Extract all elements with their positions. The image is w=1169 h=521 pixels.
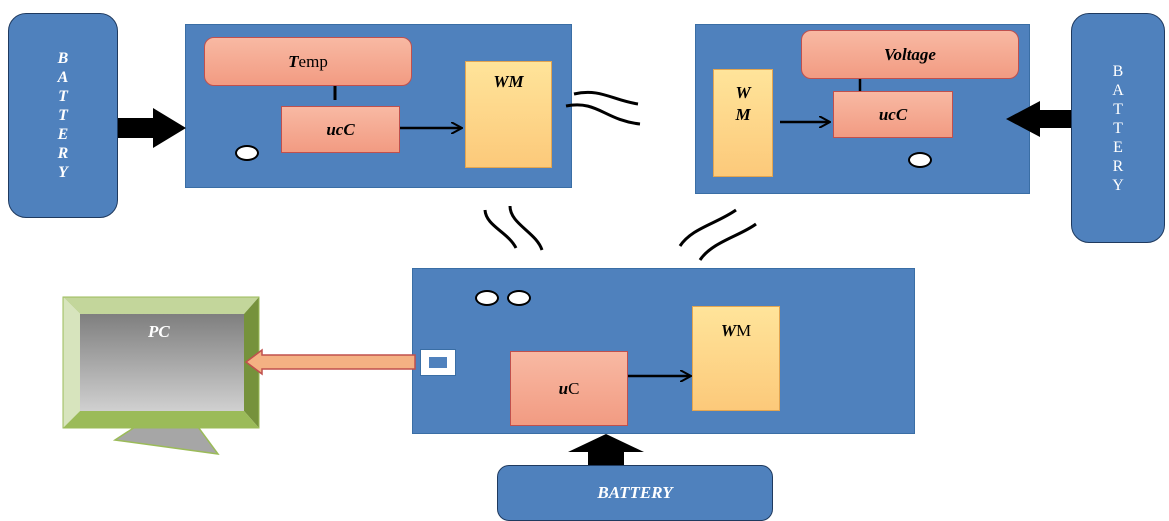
monitor-frame-right bbox=[244, 297, 259, 428]
left-battery: B A T T E R Y bbox=[8, 13, 118, 218]
base-controller-label: uC bbox=[559, 379, 580, 399]
bottom-battery: BATTERY bbox=[497, 465, 773, 521]
voltage-sensor-block: Voltage bbox=[801, 30, 1019, 79]
temp-wireless-module: WM bbox=[465, 61, 552, 168]
base-wireless-module: WM bbox=[692, 306, 780, 411]
right-battery-label: B A T T E R Y bbox=[1112, 62, 1124, 194]
signal-left-a bbox=[483, 209, 518, 249]
temp-sensor-prefix: T bbox=[288, 51, 299, 71]
usb-to-pc-arrow bbox=[244, 348, 416, 376]
signal-right-a bbox=[678, 208, 737, 247]
voltage-wireless-module: W M bbox=[713, 69, 773, 177]
base-controller-block: uC bbox=[510, 351, 628, 426]
temp-controller-block: ucC bbox=[281, 106, 400, 153]
bottom-battery-power-arrow bbox=[568, 434, 644, 465]
signal-top-b bbox=[565, 103, 641, 126]
temp-sensor-label: Temp bbox=[288, 52, 328, 72]
monitor-frame-left bbox=[63, 297, 80, 428]
voltage-controller-block: ucC bbox=[833, 91, 953, 138]
usb-port-inner bbox=[429, 357, 447, 368]
bottom-battery-label: BATTERY bbox=[597, 483, 673, 502]
left-battery-power-arrow bbox=[118, 108, 186, 148]
signal-right-b bbox=[698, 222, 757, 261]
base-led-2 bbox=[507, 290, 531, 306]
usb-port bbox=[420, 349, 456, 376]
pc-label: PC bbox=[148, 322, 170, 341]
base-controller-suffix: C bbox=[568, 378, 580, 398]
monitor-frame-bottom bbox=[63, 411, 259, 428]
right-battery: B A T T E R Y bbox=[1071, 13, 1165, 243]
voltage-controller-label: ucC bbox=[878, 104, 908, 124]
left-battery-label: B A T T E R Y bbox=[57, 50, 69, 181]
base-controller-prefix: u bbox=[558, 378, 569, 398]
signal-left-b bbox=[508, 205, 544, 251]
temp-node-led bbox=[235, 145, 259, 161]
base-wireless-label: WM bbox=[721, 321, 751, 410]
temp-wireless-label: WM bbox=[493, 72, 524, 91]
voltage-wireless-label: W M bbox=[735, 83, 751, 124]
base-wireless-prefix: W bbox=[720, 321, 736, 340]
base-led-1 bbox=[475, 290, 499, 306]
monitor-stand bbox=[112, 415, 220, 455]
temp-sensor-block: Temp bbox=[204, 37, 412, 86]
temp-controller-label: ucC bbox=[326, 119, 355, 139]
monitor-frame-top bbox=[63, 297, 259, 314]
voltage-sensor-label: Voltage bbox=[884, 45, 936, 64]
signal-top-a bbox=[573, 90, 639, 106]
temp-sensor-suffix: emp bbox=[298, 51, 328, 71]
base-wireless-suffix: M bbox=[736, 321, 752, 340]
voltage-node-led bbox=[908, 152, 932, 168]
